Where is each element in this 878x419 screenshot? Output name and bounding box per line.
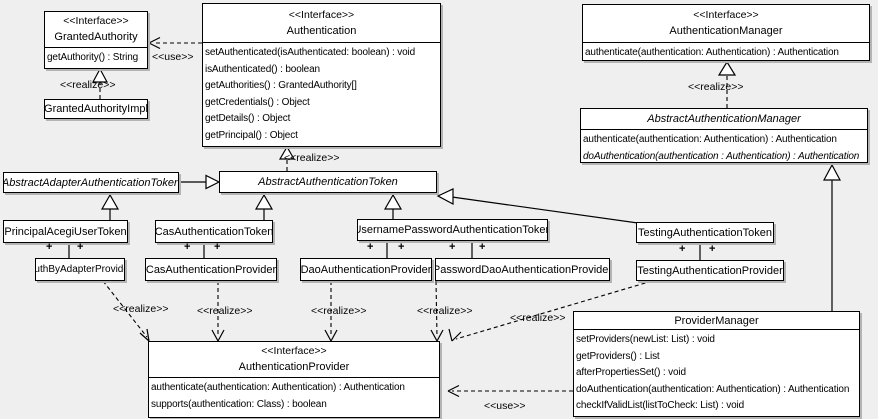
class-box-granted-authority: <<Interface>> GrantedAuthority getAuthor…: [44, 11, 148, 69]
stereotype-label: <<Interface>>: [261, 345, 327, 357]
class-box-provider-manager: ProviderManager setProviders(newList: Li…: [573, 311, 860, 417]
member-operation: checkIfValidList(listToCheck: List) : vo…: [576, 400, 745, 411]
member-operation: authenticate(authentication: Authenticat…: [585, 47, 839, 58]
member-operation: setAuthenticated(isAuthenticated: boolea…: [205, 47, 416, 58]
class-name: AuthenticationManager: [669, 25, 783, 37]
class-name: PrincipalAcegiUserToken: [4, 225, 127, 238]
realize-casprovider-to-authenticationprovider: [211, 281, 225, 342]
realize-label: <<realize>>: [311, 305, 367, 317]
class-name: ProviderManager: [674, 314, 759, 327]
class-name: UsernamePasswordAuthenticationToken: [357, 224, 548, 236]
class-name: CasAuthenticationToken: [155, 225, 273, 238]
class-box-auth-by-adapter-provider: AuthByAdapterProvider: [35, 258, 125, 281]
class-box-abstract-authentication-manager: AbstractAuthenticationManager authentica…: [580, 108, 868, 163]
class-name: AuthByAdapterProvider: [36, 263, 124, 275]
realize-abstractauthenticationmanager-to-authenticationmanager: [717, 60, 737, 108]
member-operation: authenticate(authentication: Authenticat…: [151, 382, 405, 393]
class-name: Authentication: [286, 24, 357, 37]
class-box-username-password-authentication-token: UsernamePasswordAuthenticationToken: [357, 219, 548, 241]
class-name: PasswordDaoAuthenticationProvider: [435, 263, 610, 276]
use-dependency-providermanager-to-authenticationprovider: [447, 384, 573, 398]
use-dependency-authentication-to-grantedauthority: [148, 36, 202, 50]
member-operation: getCredentials() : Object: [205, 96, 310, 108]
realize-abstractauthenticationtoken-to-authentication: [278, 145, 296, 171]
use-label: <<use>>: [484, 400, 526, 412]
class-box-dao-authentication-provider: DaoAuthenticationProvider: [300, 258, 432, 281]
stereotype-label: <<Interface>>: [63, 15, 129, 27]
class-name: AbstractAuthenticationToken: [258, 176, 398, 188]
association-plus-mark: +: [479, 241, 486, 253]
association-plus-mark: +: [679, 243, 686, 255]
class-box-abstract-adapter-authentication-token: AbstractAdapterAuthenticationToken: [3, 172, 179, 193]
member-operation-abstract: doAuthentication(authentication : Authen…: [583, 150, 860, 162]
realize-label: <<realize>>: [113, 303, 169, 315]
association-plus-mark: +: [77, 241, 84, 253]
stereotype-label: <<Interface>>: [288, 8, 355, 21]
association-plus-mark: +: [449, 241, 456, 253]
realize-label: <<realize>>: [510, 312, 566, 324]
member-operation: afterPropertiesSet() : void: [576, 367, 686, 378]
class-name: TestingAuthenticationToken: [638, 226, 772, 239]
member-operation: getAuthority() : String: [47, 52, 139, 63]
realize-testingprovider-to-authenticationprovider: [448, 280, 653, 342]
realize-label: <<realize>>: [417, 305, 473, 317]
member-operation: getPrincipal() : Object: [205, 129, 298, 141]
realize-label: <<realize>>: [197, 305, 253, 317]
generalization-providermanager-to-abstractauthenticationmanager: [823, 163, 841, 311]
class-box-password-dao-authentication-provider: PasswordDaoAuthenticationProvider: [435, 258, 610, 281]
generalization-principalacegiusertoken: [100, 193, 120, 220]
association-plus-mark: +: [367, 241, 374, 253]
member-operation: getProviders() : List: [576, 350, 660, 362]
class-name: TestingAuthenticationProvider: [637, 264, 783, 277]
association-plus-mark: +: [46, 241, 53, 253]
member-operation: authenticate(authentication: Authenticat…: [583, 134, 837, 145]
class-box-authentication-provider: <<Interface>> AuthenticationProvider aut…: [148, 341, 440, 418]
member-operation: getAuthorities() : GrantedAuthority[]: [205, 80, 357, 91]
generalization-casauthenticationtoken: [254, 193, 274, 220]
class-box-abstract-authentication-token: AbstractAuthenticationToken: [219, 171, 437, 193]
member-operation: getDetails() : Object: [205, 113, 291, 124]
class-box-authentication-manager: <<Interface>> AuthenticationManager auth…: [582, 4, 870, 61]
class-name: GrantedAuthority: [54, 31, 138, 43]
generalization-testingtoken-to-abstractauthenticationtoken: [436, 188, 639, 224]
association-plus-mark: +: [398, 241, 405, 253]
generalization-abstractadaptertoken-to-abstractauthenticationtoken: [179, 174, 221, 190]
member-operation: supports(authentication: Class) : boolea…: [151, 398, 327, 410]
realize-authbyadapterprovider-to-authenticationprovider: [102, 280, 150, 342]
class-box-granted-authority-impl: GrantedAuthorityImpl: [44, 99, 148, 119]
association-plus-mark: +: [184, 241, 191, 253]
class-box-authentication: <<Interface>> Authentication setAuthenti…: [202, 3, 441, 147]
class-box-testing-authentication-provider: TestingAuthenticationProvider: [636, 260, 784, 281]
use-label: <<use>>: [152, 51, 194, 63]
association-plus-mark: +: [709, 243, 716, 255]
member-operation: doAuthentication(authentication: Authent…: [576, 383, 850, 395]
class-box-principal-acegi-user-token: PrincipalAcegiUserToken: [3, 220, 128, 243]
class-name: AbstractAdapterAuthenticationToken: [3, 176, 179, 189]
member-operation: isAuthenticated() : boolean: [205, 63, 320, 75]
realize-daoprovider-to-authenticationprovider: [324, 281, 338, 342]
class-name: CasAuthenticationProvider: [145, 263, 277, 276]
realize-label: <<realize>>: [60, 79, 116, 91]
association-plus-mark: +: [214, 241, 221, 253]
class-name: DaoAuthenticationProvider: [300, 263, 432, 276]
realize-grantedauthorityimpl-to-grantedauthority: [91, 67, 109, 99]
class-box-cas-authentication-provider: CasAuthenticationProvider: [145, 258, 277, 281]
stereotype-label: <<Interface>>: [693, 9, 759, 21]
member-operation: setProviders(newList: List) : void: [576, 334, 715, 345]
realize-label: <<realize>>: [284, 152, 340, 164]
class-name: AbstractAuthenticationManager: [647, 113, 801, 125]
class-box-cas-authentication-token: CasAuthenticationToken: [155, 220, 273, 243]
class-name: AuthenticationProvider: [238, 361, 350, 373]
realize-passworddaoprovider-to-authenticationprovider: [430, 280, 444, 342]
class-box-testing-authentication-token: TestingAuthenticationToken: [636, 222, 774, 243]
realize-label: <<realize>>: [688, 81, 744, 93]
class-name: GrantedAuthorityImpl: [44, 103, 148, 115]
generalization-usernamepasswordtoken: [383, 193, 403, 219]
